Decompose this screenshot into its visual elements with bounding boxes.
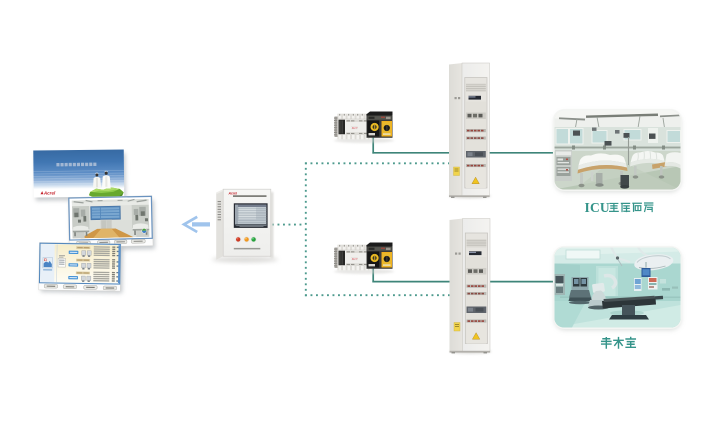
svg-text:Acrel: Acrel [228,192,238,196]
svg-text:Acrel: Acrel [43,191,56,196]
svg-text:ICU: ICU [585,200,610,215]
